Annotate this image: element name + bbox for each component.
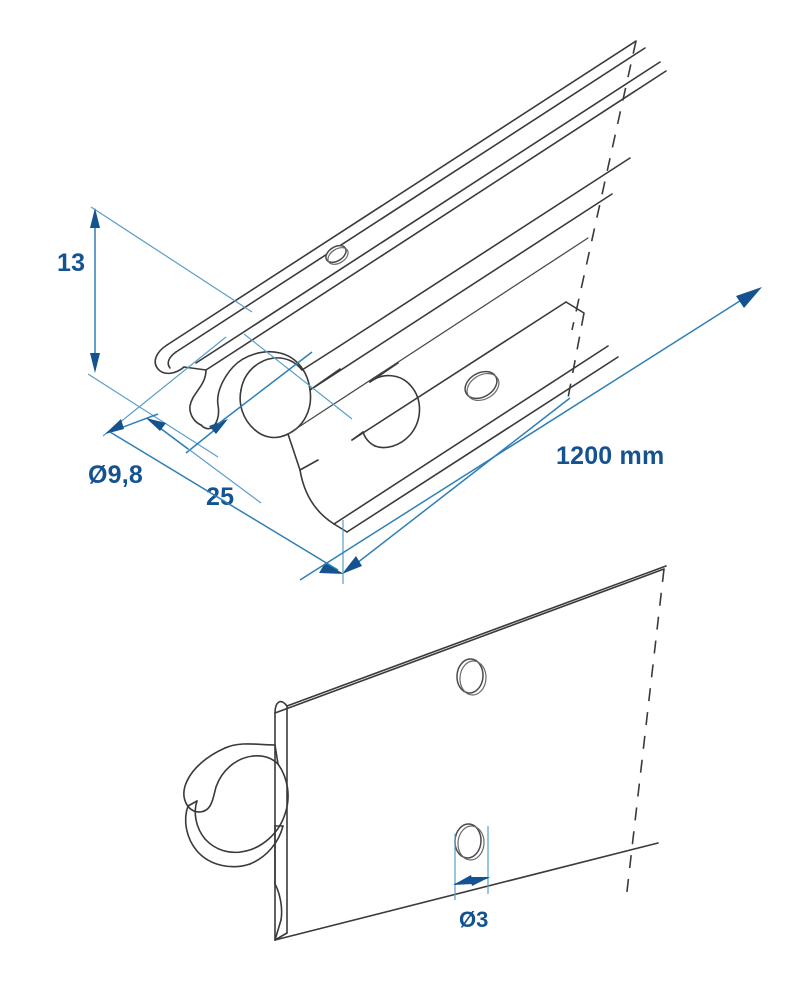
dimension-group-upper: 13 Ø9,8 25	[57, 206, 762, 584]
ext-line-13-top	[90, 206, 253, 313]
dimension-label-hole: Ø3	[459, 907, 488, 932]
dimension-label-width: 25	[206, 483, 234, 511]
mounting-hole-plate	[464, 370, 500, 402]
dimension-width-25: 25	[146, 333, 353, 511]
detail-plate-face	[274, 565, 667, 941]
mounting-hole-top	[325, 244, 349, 265]
dimension-bore-9-8: Ø9,8	[88, 336, 228, 489]
break-line-upper	[567, 40, 637, 399]
dimension-label-length: 1200 mm	[556, 442, 664, 470]
rail-channel-ridges	[287, 157, 631, 435]
detail-hole-lower	[454, 823, 485, 861]
dimension-hole-3: Ø3	[453, 826, 490, 932]
dimension-plate-underside	[109, 397, 571, 584]
dimension-label-bore: Ø9,8	[88, 461, 143, 489]
end-detail-view	[183, 565, 667, 941]
dimension-height-13: 13	[57, 208, 100, 373]
break-line-lower	[625, 568, 665, 901]
isometric-profile-view	[154, 40, 667, 533]
rail-mounting-plate	[287, 301, 619, 533]
detail-c-clip	[183, 743, 289, 941]
dimension-length-1200: 1200 mm	[299, 287, 762, 581]
rail-plate-nose	[299, 459, 319, 471]
dimension-label-height: 13	[57, 249, 85, 277]
detail-plate-corner	[274, 700, 288, 714]
detail-hole-upper	[456, 658, 487, 696]
rail-channel-lobe	[351, 362, 421, 449]
rail-top-flange	[166, 40, 667, 371]
